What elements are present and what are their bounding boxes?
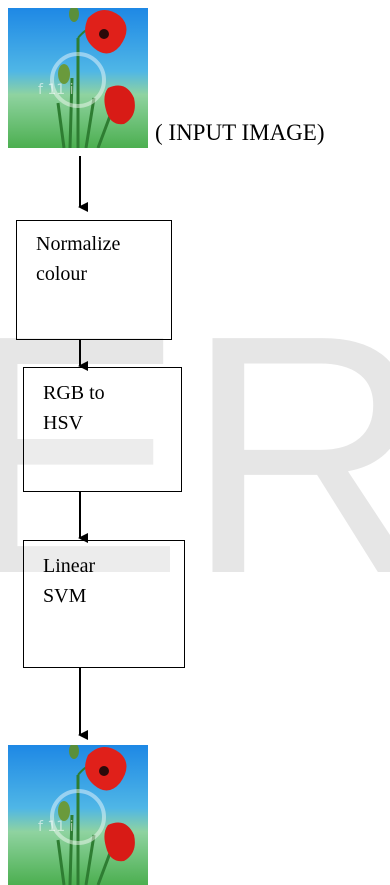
step-label-line2: HSV	[43, 412, 84, 434]
poppy-flower-image: f 11 i	[8, 745, 148, 885]
step-label-line1: RGB to	[43, 382, 105, 404]
step-label-line1: Normalize	[36, 233, 121, 255]
poppy-flower-image: f 11 i	[8, 8, 148, 148]
step-label-line1: Linear	[43, 555, 96, 577]
step-label-line2: colour	[36, 263, 88, 285]
input-image-caption: ( INPUT IMAGE)	[155, 120, 325, 145]
output-image: f 11 i	[8, 745, 148, 885]
svg-text:f 11 i: f 11 i	[38, 819, 74, 835]
step-normalize-colour: Normalize colour	[16, 220, 172, 340]
input-image: f 11 i	[8, 8, 148, 148]
step-label-line2: SVM	[43, 585, 87, 607]
step-linear-svm: Linear SVM	[23, 540, 185, 668]
step-rgb-to-hsv: RGB to HSV	[23, 367, 182, 492]
svg-text:f 11 i: f 11 i	[38, 82, 74, 98]
